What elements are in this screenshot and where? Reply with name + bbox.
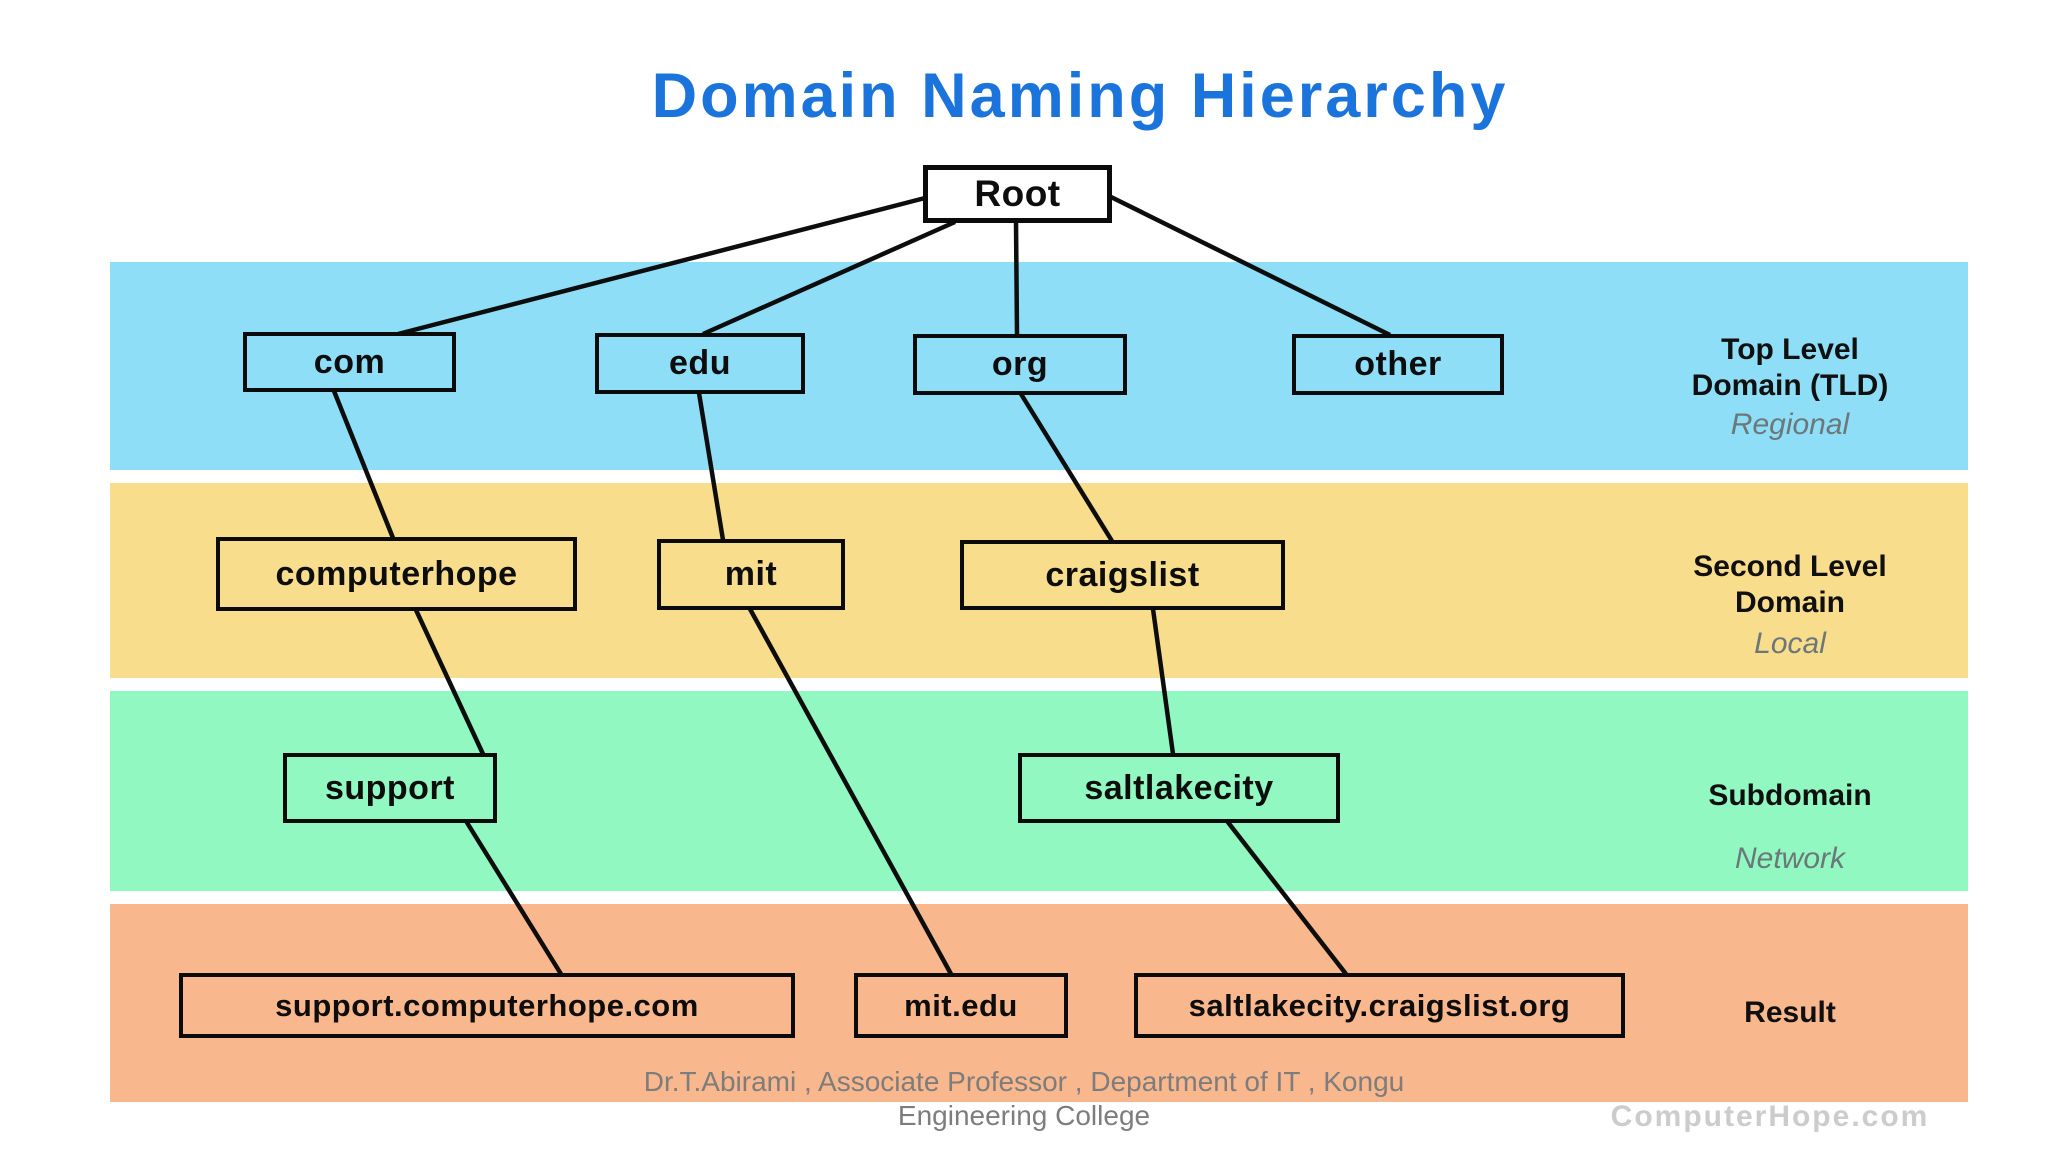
connector-org-craigslist	[1019, 392, 1114, 543]
node-mit: mit	[657, 539, 845, 610]
computerhope-watermark: ComputerHope.com	[1610, 1100, 1930, 1133]
node-saltlakecity: saltlakecity	[1018, 753, 1340, 823]
band-second-level-domain	[110, 483, 1968, 678]
connector-edu-mit	[696, 392, 726, 541]
node-root: Root	[923, 165, 1112, 223]
node-result-support-computerhope-com: support.computerhope.com	[179, 973, 795, 1038]
node-com: com	[243, 332, 456, 392]
page-title: Domain Naming Hierarchy	[651, 61, 1509, 131]
label-subdomain: Subdomain	[1620, 778, 1960, 814]
node-edu: edu	[595, 333, 805, 394]
connector-computerhope-support	[413, 609, 486, 755]
node-org: org	[913, 334, 1127, 395]
node-craigslist: craigslist	[960, 540, 1285, 610]
footer-credit-line2: Engineering College	[897, 1100, 1151, 1131]
connector-support-result	[464, 819, 563, 976]
node-computerhope: computerhope	[216, 537, 577, 611]
label-result: Result	[1620, 995, 1960, 1031]
label-local: Local	[1754, 627, 1826, 660]
label-top-level-domain: Top Level Domain (TLD)	[1620, 332, 1960, 404]
label-top-level-domain-name: Top Level Domain (TLD)	[1691, 333, 1889, 402]
node-other: other	[1292, 334, 1504, 395]
connector-root-other	[1110, 194, 1391, 338]
label-regional: Regional	[1730, 408, 1850, 441]
band-top-level-domain	[110, 262, 1968, 470]
band-result	[110, 904, 1968, 1102]
connector-root-com	[397, 195, 926, 337]
label-second-level-domain-name: Second Level Domain	[1693, 550, 1887, 619]
label-result-name: Result	[1744, 996, 1836, 1029]
connector-root-org	[1013, 221, 1020, 336]
label-subdomain-name: Subdomain	[1708, 779, 1872, 812]
label-network: Network	[1734, 842, 1846, 875]
footer-credit-line1: Dr.T.Abirami , Associate Professor , Dep…	[643, 1066, 1405, 1097]
connector-craigslist-saltlakecity	[1150, 608, 1176, 755]
label-second-level-domain: Second Level Domain	[1620, 549, 1960, 621]
node-result-saltlakecity-craigslist-org: saltlakecity.craigslist.org	[1134, 973, 1625, 1038]
node-result-mit-edu: mit.edu	[854, 973, 1068, 1038]
connector-com-computerhope	[331, 390, 396, 539]
node-support: support	[283, 753, 497, 823]
band-subdomain	[110, 691, 1968, 891]
connector-saltlakecity-result	[1225, 819, 1348, 976]
connector-root-edu	[702, 219, 956, 337]
connector-mit-mitedu	[748, 607, 953, 976]
